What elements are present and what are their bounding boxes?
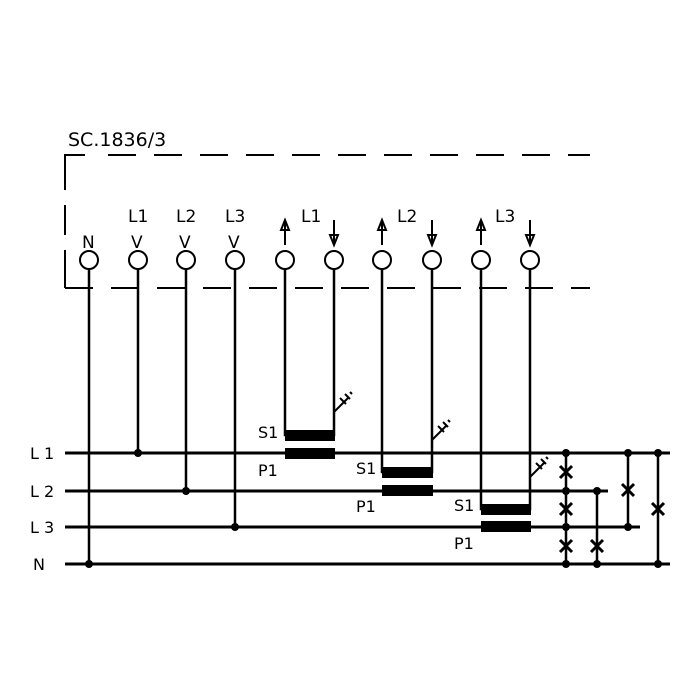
ct3-primary xyxy=(481,521,531,532)
terminal-i-l1-in xyxy=(275,250,295,270)
terminal-v-l3 xyxy=(225,250,245,270)
label-v-l3: L3 xyxy=(225,207,245,227)
ct2-primary xyxy=(382,485,433,496)
terminal-i-l3-in xyxy=(471,250,491,270)
current-transformers xyxy=(285,430,531,532)
ct2-p1-label: P1 xyxy=(356,497,376,516)
junction-dots xyxy=(85,449,662,568)
label-i-l2: L2 xyxy=(397,207,417,227)
voltage-symbol-1: V xyxy=(131,233,143,253)
terminal-i-l3-out xyxy=(520,250,540,270)
voltage-symbol-2: V xyxy=(179,233,191,253)
meter-enclosure-dashed xyxy=(64,154,590,289)
ct3-p1-label: P1 xyxy=(454,534,474,553)
terminals xyxy=(79,250,540,270)
terminal-i-l1-out xyxy=(324,250,344,270)
wires xyxy=(65,269,670,566)
bus-label-n: N xyxy=(33,555,45,574)
ct2-s1-label: S1 xyxy=(356,459,376,478)
ct1-primary xyxy=(285,448,335,459)
ct3-secondary xyxy=(481,504,531,515)
label-v-l2: L2 xyxy=(176,207,196,227)
bus-label-l2: L 2 xyxy=(30,482,54,501)
terminal-v-l2 xyxy=(176,250,196,270)
ct1-secondary xyxy=(285,430,335,441)
terminal-i-l2-out xyxy=(422,250,442,270)
bus-labels: L 1 L 2 L 3 N xyxy=(30,444,54,574)
terminal-n xyxy=(79,250,99,270)
ct2-secondary xyxy=(382,467,433,478)
terminal-v-l1 xyxy=(128,250,148,270)
label-n: N xyxy=(82,233,95,253)
fuse-cross-icons xyxy=(558,464,666,554)
label-i-l1: L1 xyxy=(301,207,321,227)
label-v-l1: L1 xyxy=(128,207,148,227)
bus-label-l1: L 1 xyxy=(30,444,54,463)
voltage-symbol-3: V xyxy=(228,233,240,253)
current-arrows xyxy=(279,217,536,248)
ct-labels: S1 P1 S1 P1 S1 P1 xyxy=(258,423,474,553)
terminal-labels: N L1 L2 L3 V V V L1 L2 L3 xyxy=(82,207,515,253)
ct1-s1-label: S1 xyxy=(258,423,278,442)
label-i-l3: L3 xyxy=(495,207,515,227)
diagram-title: SC.1836/3 xyxy=(68,129,166,151)
terminal-i-l2-in xyxy=(372,250,392,270)
ground-icons xyxy=(333,391,549,478)
ct3-s1-label: S1 xyxy=(454,496,474,515)
ct1-p1-label: P1 xyxy=(258,461,278,480)
bus-label-l3: L 3 xyxy=(30,518,54,537)
